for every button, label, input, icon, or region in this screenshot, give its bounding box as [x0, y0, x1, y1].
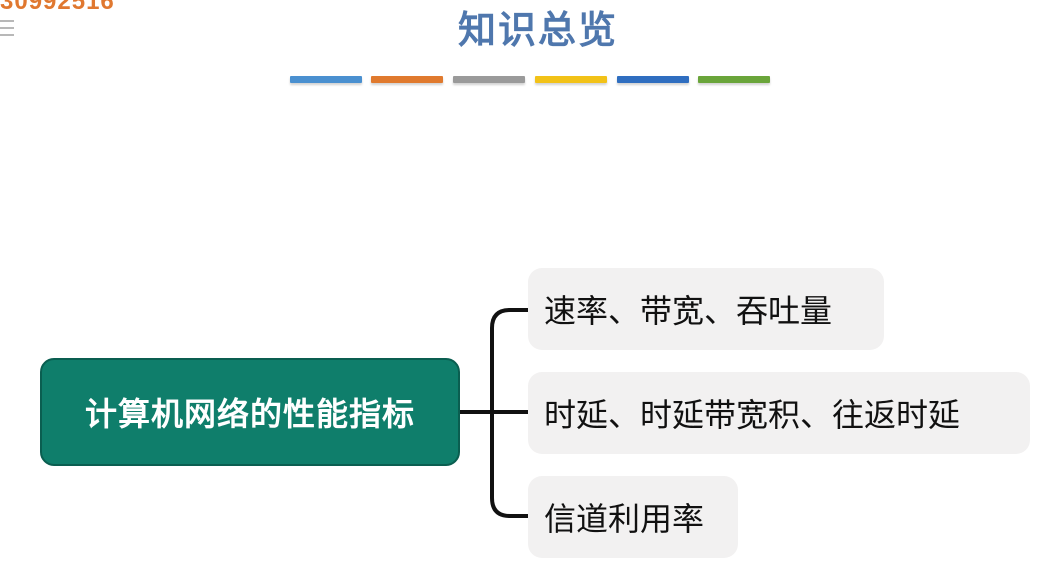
watermark-text: 30992516: [0, 0, 115, 15]
connector-branch-1: [490, 308, 530, 414]
color-bar-4: [535, 76, 607, 83]
color-bar-6: [698, 76, 770, 83]
branch-node-channel-utilization: 信道利用率: [528, 476, 738, 558]
color-bar-5: [617, 76, 689, 83]
root-node: 计算机网络的性能指标: [40, 358, 460, 466]
page-title: 知识总览: [457, 7, 618, 52]
color-bar-2: [371, 76, 443, 83]
connector-branch-3: [490, 410, 530, 518]
color-bar-3: [453, 76, 525, 83]
branch-node-rate-bandwidth-throughput: 速率、带宽、吞吐量: [528, 268, 884, 350]
menu-icon: [0, 20, 14, 42]
color-bar-1: [290, 76, 362, 83]
branch-node-delay: 时延、时延带宽积、往返时延: [528, 372, 1030, 454]
